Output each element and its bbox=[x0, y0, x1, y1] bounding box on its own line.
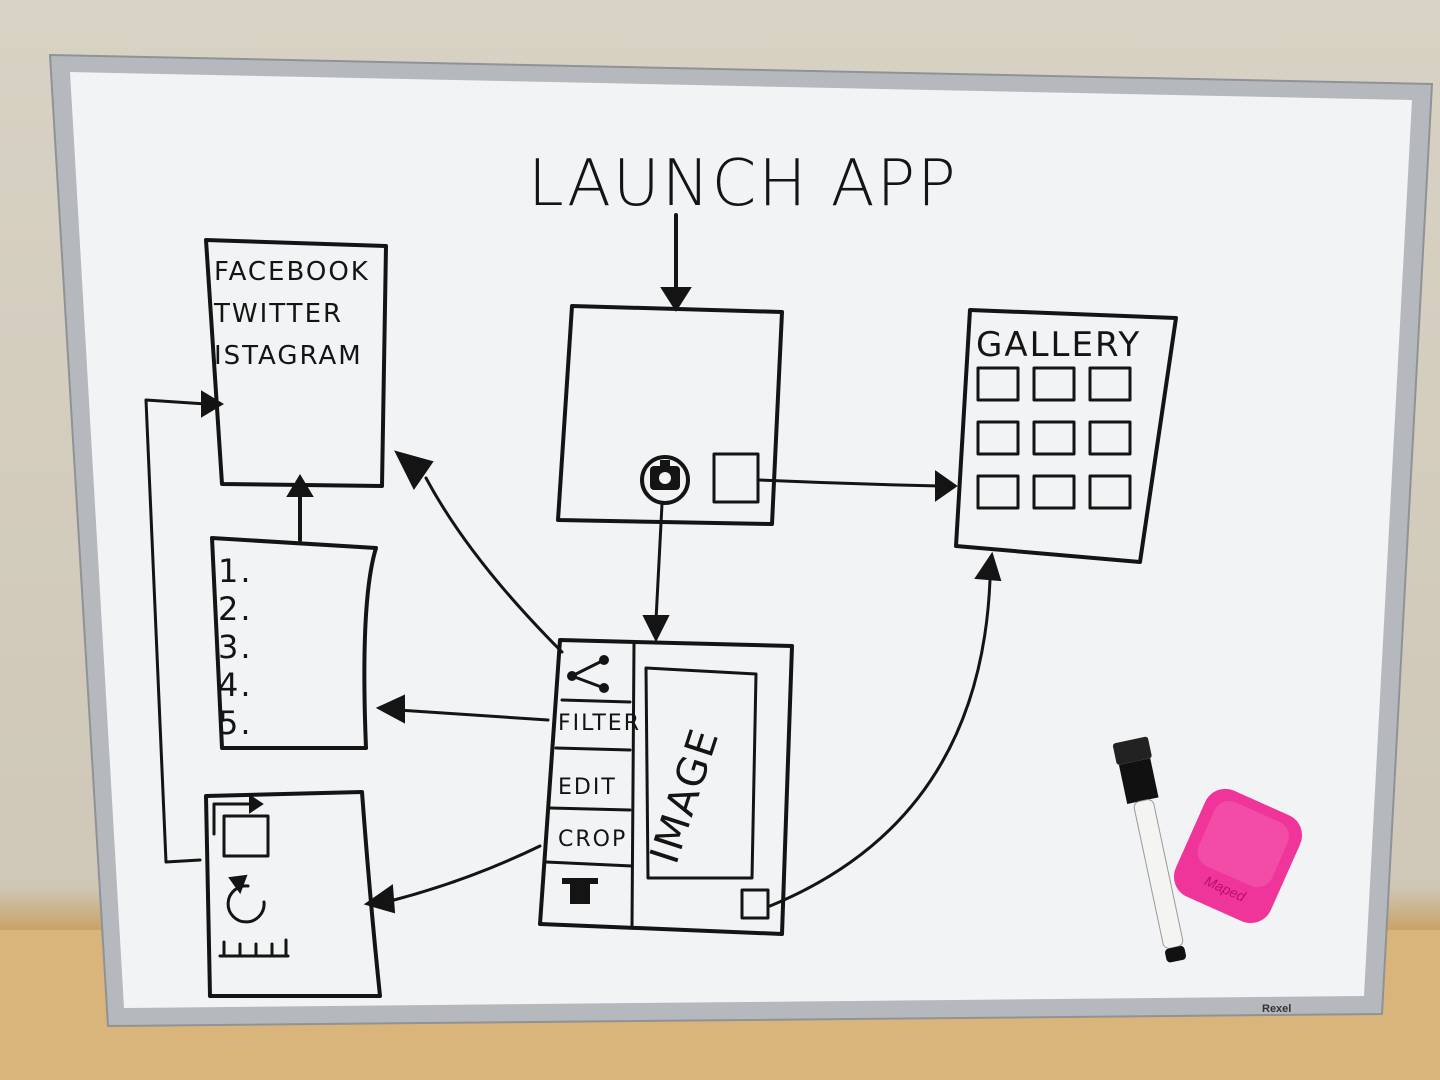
gallery-thumbnail bbox=[1032, 366, 1076, 402]
diagram-title: LAUNCH APP bbox=[528, 147, 958, 221]
gallery-thumbnail bbox=[976, 474, 1020, 510]
camera-screen bbox=[556, 304, 784, 526]
list-screen: 1.2.3.4.5. bbox=[210, 536, 378, 750]
board-brand: Rexel bbox=[1262, 1003, 1291, 1015]
marker-pen bbox=[1112, 736, 1187, 963]
hat-icon bbox=[562, 878, 598, 904]
editor-menu-item-crop: CROP bbox=[558, 827, 627, 852]
social-line-3: ISTAGRAM bbox=[214, 341, 363, 371]
gallery-title: GALLERY bbox=[976, 325, 1141, 365]
editor-menu: FILTER EDIT CROP bbox=[558, 711, 641, 852]
gallery-thumbnail bbox=[1032, 420, 1076, 456]
list-lines: 1.2.3.4.5. bbox=[218, 552, 253, 742]
gallery-thumbnail bbox=[1088, 420, 1132, 456]
gallery-thumbnail bbox=[1088, 474, 1132, 510]
rotate-icon bbox=[226, 874, 266, 924]
gallery-thumbnail bbox=[976, 366, 1020, 402]
gallery-screen: GALLERY bbox=[954, 308, 1178, 564]
list-item-4: 4. bbox=[218, 666, 253, 704]
share-icon bbox=[567, 655, 609, 693]
arrowhead bbox=[375, 694, 405, 724]
arrowhead bbox=[660, 287, 692, 312]
arrowhead bbox=[935, 470, 958, 502]
arrowhead bbox=[394, 450, 434, 490]
gallery-thumbnail bbox=[1088, 366, 1132, 402]
gallery-thumbnail-button bbox=[712, 452, 760, 504]
social-lines: FACEBOOK TWITTER ISTAGRAM bbox=[213, 257, 370, 371]
list-item-5: 5. bbox=[218, 704, 253, 742]
crop-screen bbox=[204, 790, 382, 998]
board-surface bbox=[70, 72, 1412, 1008]
gallery-grid bbox=[976, 366, 1132, 510]
arrowhead bbox=[201, 390, 224, 418]
social-screen: FACEBOOK TWITTER ISTAGRAM bbox=[204, 238, 388, 488]
list-item-2: 2. bbox=[218, 590, 253, 628]
arrowhead bbox=[974, 551, 1002, 582]
social-line-2: TWITTER bbox=[213, 299, 343, 329]
camera-icon bbox=[650, 460, 680, 490]
ruler-icon bbox=[218, 938, 290, 958]
eraser: Maped bbox=[1173, 788, 1303, 924]
editor-menu-item-filter: FILTER bbox=[558, 711, 641, 736]
crop-icon bbox=[212, 794, 270, 858]
list-item-3: 3. bbox=[218, 628, 253, 666]
gallery-thumbnail-button bbox=[740, 888, 770, 920]
editor-menu-item-edit: EDIT bbox=[558, 775, 617, 800]
gallery-thumbnail bbox=[1032, 474, 1076, 510]
list-item-1: 1. bbox=[218, 552, 253, 590]
arrowhead bbox=[642, 615, 670, 643]
gallery-thumbnail bbox=[976, 420, 1020, 456]
social-line-1: FACEBOOK bbox=[214, 257, 370, 287]
arrowhead bbox=[286, 474, 314, 497]
